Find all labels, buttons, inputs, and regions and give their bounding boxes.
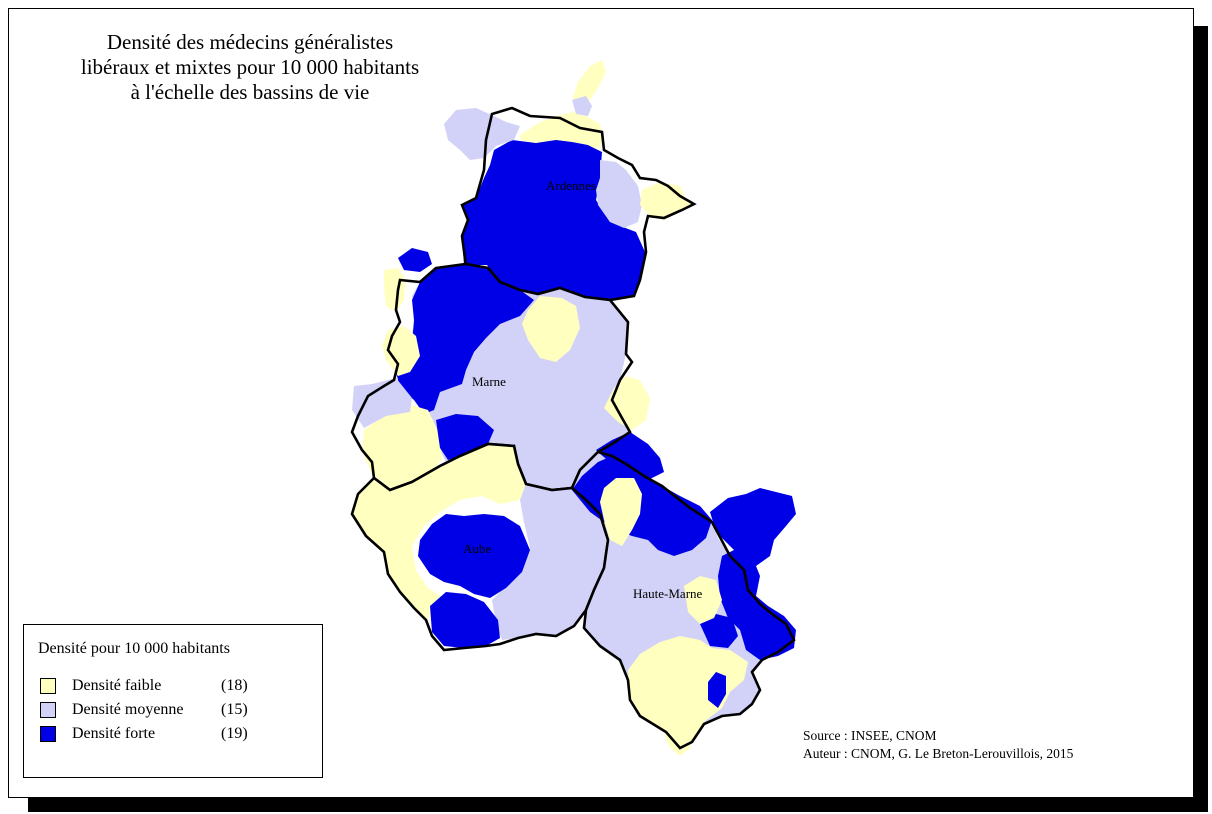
aube-zone-forte-south — [430, 592, 500, 648]
marne-zone-faible-west — [384, 268, 406, 312]
ardennes-zone-faible-tip — [572, 60, 606, 108]
legend-label-moyenne: Densité moyenne — [72, 701, 184, 718]
title-line-3: à l'échelle des bassins de vie — [130, 80, 370, 104]
legend-label-faible: Densité faible — [72, 677, 162, 694]
department-label-marne: Marne — [472, 374, 506, 389]
aube-border — [350, 442, 610, 652]
legend-label-forte: Densité forte — [72, 725, 156, 742]
ardennes-zone-faible-east — [640, 182, 694, 220]
map-title: Densité des médecins généralistes libéra… — [30, 30, 470, 105]
marne-department — [350, 248, 664, 492]
marne-zone-forte-north — [396, 264, 534, 414]
legend-count-forte: (19) — [221, 725, 248, 742]
legend-swatch-forte — [40, 726, 56, 742]
legend-title: Densité pour 10 000 habitants — [38, 640, 230, 657]
source-line: Source : INSEE, CNOM — [803, 728, 937, 743]
haute-marne-zone-faible-tip — [664, 726, 692, 756]
author-line: Auteur : CNOM, G. Le Breton-Lerouvillois… — [803, 746, 1074, 761]
legend-count-faible: (18) — [221, 677, 248, 694]
marne-zone-forte-nw — [398, 248, 432, 272]
ardennes-zone-moyenne-north — [572, 96, 592, 116]
ardennes-department — [444, 60, 697, 302]
map-legend: Densité pour 10 000 habitants Densité fa… — [23, 624, 323, 778]
legend-swatch-moyenne — [40, 702, 56, 718]
haute-marne-department — [570, 450, 796, 756]
legend-count-moyenne: (15) — [221, 701, 248, 718]
title-line-2: libéraux et mixtes pour 10 000 habitants — [80, 55, 420, 79]
aube-department — [350, 442, 610, 652]
haute-marne-zone-forte-north — [572, 456, 712, 556]
legend-swatch-faible — [40, 678, 56, 694]
department-label-haute-marne: Haute-Marne — [633, 586, 703, 601]
haute-marne-zone-faible-mid — [684, 576, 722, 624]
haute-marne-zone-forte-east — [718, 548, 796, 660]
haute-marne-zone-forte-ne — [710, 488, 796, 566]
department-label-aube: Aube — [463, 541, 491, 556]
haute-marne-zone-faible-north — [600, 478, 642, 546]
department-label-ardennes: Ardennes — [546, 178, 596, 193]
ardennes-zone-faible-north — [520, 112, 604, 150]
aube-zone-forte-center — [418, 514, 530, 598]
haute-marne-zone-faible-south — [628, 636, 748, 748]
ardennes-zone-moyenne-east — [596, 160, 642, 228]
haute-marne-zone-forte-south — [708, 672, 726, 708]
legend-item-forte: Densité forte (19) — [40, 725, 310, 745]
marne-zone-faible-center — [522, 296, 580, 362]
aube-zone-moyenne — [492, 484, 606, 640]
source-credit: Source : INSEE, CNOM Auteur : CNOM, G. L… — [803, 727, 1073, 763]
haute-marne-zone-forte-central — [700, 614, 738, 648]
ardennes-zone-moyenne-nw — [444, 108, 520, 160]
marne-zone-faible-sw — [362, 404, 442, 488]
marne-zone-forte-south — [436, 414, 494, 460]
ardennes-zone-forte — [462, 137, 645, 300]
haute-marne-border — [570, 450, 796, 750]
marne-zone-moyenne-west — [352, 378, 412, 428]
legend-item-moyenne: Densité moyenne (15) — [40, 701, 310, 721]
legend-item-faible: Densité faible (18) — [40, 677, 310, 697]
title-line-1: Densité des médecins généralistes — [106, 30, 394, 54]
